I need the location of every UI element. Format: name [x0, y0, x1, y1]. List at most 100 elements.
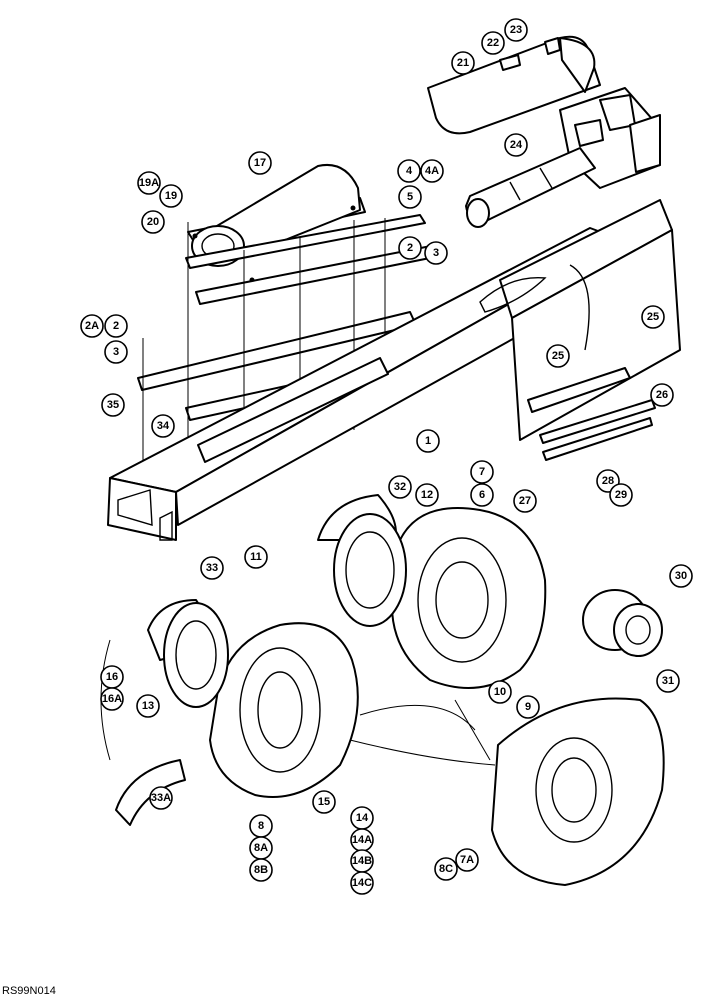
track-roller — [582, 589, 663, 657]
svg-text:20: 20 — [147, 216, 159, 228]
callout-14[interactable]: 14 — [350, 806, 374, 830]
svg-text:21: 21 — [457, 57, 469, 69]
callout-3b[interactable]: 3 — [424, 241, 448, 265]
svg-text:34: 34 — [157, 420, 170, 432]
callout-8c[interactable]: 8C — [434, 857, 458, 881]
svg-text:7A: 7A — [460, 854, 474, 866]
callout-33a[interactable]: 33A — [149, 786, 173, 810]
callout-24[interactable]: 24 — [504, 133, 528, 157]
svg-text:16A: 16A — [102, 693, 122, 705]
callout-20[interactable]: 20 — [141, 210, 165, 234]
callout-25[interactable]: 25 — [641, 305, 665, 329]
callout-4a[interactable]: 4A — [420, 159, 444, 183]
svg-text:4: 4 — [406, 165, 413, 177]
callout-7[interactable]: 7 — [470, 460, 494, 484]
callout-4[interactable]: 4 — [397, 159, 421, 183]
svg-text:15: 15 — [318, 796, 330, 808]
svg-text:3: 3 — [433, 247, 439, 259]
callout-27[interactable]: 27 — [513, 489, 537, 513]
callout-22[interactable]: 22 — [481, 31, 505, 55]
svg-text:8: 8 — [258, 820, 264, 832]
svg-text:10: 10 — [494, 686, 506, 698]
callout-19a[interactable]: 19A — [137, 171, 161, 195]
svg-text:31: 31 — [662, 675, 674, 687]
callout-14b[interactable]: 14B — [350, 849, 374, 873]
callout-2a[interactable]: 2A — [80, 314, 104, 338]
svg-text:35: 35 — [107, 399, 119, 411]
callout-5[interactable]: 5 — [398, 185, 422, 209]
svg-text:19A: 19A — [139, 177, 159, 189]
svg-text:8A: 8A — [254, 842, 268, 854]
svg-text:17: 17 — [254, 157, 266, 169]
svg-text:28: 28 — [602, 475, 614, 487]
callout-8b[interactable]: 8B — [249, 858, 273, 882]
callout-14a[interactable]: 14A — [350, 828, 374, 852]
svg-text:8B: 8B — [254, 864, 268, 876]
svg-text:23: 23 — [510, 24, 522, 36]
callout-9[interactable]: 9 — [516, 695, 540, 719]
svg-text:2: 2 — [113, 320, 119, 332]
svg-text:25: 25 — [552, 350, 564, 362]
svg-text:12: 12 — [421, 489, 433, 501]
callout-1[interactable]: 1 — [416, 429, 440, 453]
svg-text:22: 22 — [487, 37, 499, 49]
callout-23[interactable]: 23 — [504, 18, 528, 42]
callout-2b[interactable]: 2 — [398, 236, 422, 260]
drive-plates — [115, 494, 407, 826]
callout-35[interactable]: 35 — [101, 393, 125, 417]
callout-17[interactable]: 17 — [248, 151, 272, 175]
callout-21[interactable]: 21 — [451, 51, 475, 75]
callout-7a[interactable]: 7A — [455, 848, 479, 872]
callout-33[interactable]: 33 — [200, 556, 224, 580]
callout-16a[interactable]: 16A — [100, 687, 124, 711]
svg-text:24: 24 — [510, 139, 523, 151]
svg-text:11: 11 — [250, 551, 262, 563]
svg-text:29: 29 — [615, 489, 627, 501]
callout-30[interactable]: 30 — [669, 564, 693, 588]
sprocket-6-7 — [390, 507, 547, 689]
callout-12[interactable]: 12 — [415, 483, 439, 507]
svg-text:1: 1 — [425, 435, 431, 447]
callout-8a[interactable]: 8A — [249, 836, 273, 860]
svg-text:14: 14 — [356, 812, 369, 824]
callout-32[interactable]: 32 — [388, 475, 412, 499]
sprocket-8 — [209, 622, 359, 798]
wear-plate-assembly — [527, 367, 656, 461]
svg-text:30: 30 — [675, 570, 687, 582]
callout-14c[interactable]: 14C — [350, 871, 374, 895]
svg-text:7: 7 — [479, 466, 485, 478]
callout-31[interactable]: 31 — [656, 669, 680, 693]
svg-text:16: 16 — [106, 671, 118, 683]
callout-13[interactable]: 13 — [136, 694, 160, 718]
callout-2[interactable]: 2 — [104, 314, 128, 338]
svg-text:14A: 14A — [352, 834, 372, 846]
callout-6[interactable]: 6 — [470, 483, 494, 507]
callout-3[interactable]: 3 — [104, 340, 128, 364]
callout-29[interactable]: 29 — [609, 483, 633, 507]
svg-text:26: 26 — [656, 389, 668, 401]
svg-text:33A: 33A — [151, 792, 171, 804]
svg-text:4A: 4A — [425, 165, 439, 177]
svg-text:2: 2 — [407, 242, 413, 254]
callout-26[interactable]: 26 — [650, 383, 674, 407]
svg-text:2A: 2A — [85, 320, 99, 332]
callout-8[interactable]: 8 — [249, 814, 273, 838]
svg-text:33: 33 — [206, 562, 218, 574]
callout-34[interactable]: 34 — [151, 414, 175, 438]
sprocket-segment-7a — [491, 697, 665, 886]
svg-text:25: 25 — [647, 311, 659, 323]
svg-text:14C: 14C — [352, 877, 372, 889]
svg-text:8C: 8C — [439, 863, 453, 875]
callout-19[interactable]: 19 — [159, 184, 183, 208]
callout-16[interactable]: 16 — [100, 665, 124, 689]
callout-25b[interactable]: 25 — [546, 344, 570, 368]
callout-15[interactable]: 15 — [312, 790, 336, 814]
callout-11[interactable]: 11 — [244, 545, 268, 569]
callout-10[interactable]: 10 — [488, 680, 512, 704]
svg-text:3: 3 — [113, 346, 119, 358]
svg-text:19: 19 — [165, 190, 177, 202]
svg-text:13: 13 — [142, 700, 154, 712]
track-frame — [107, 199, 681, 541]
svg-text:27: 27 — [519, 495, 531, 507]
